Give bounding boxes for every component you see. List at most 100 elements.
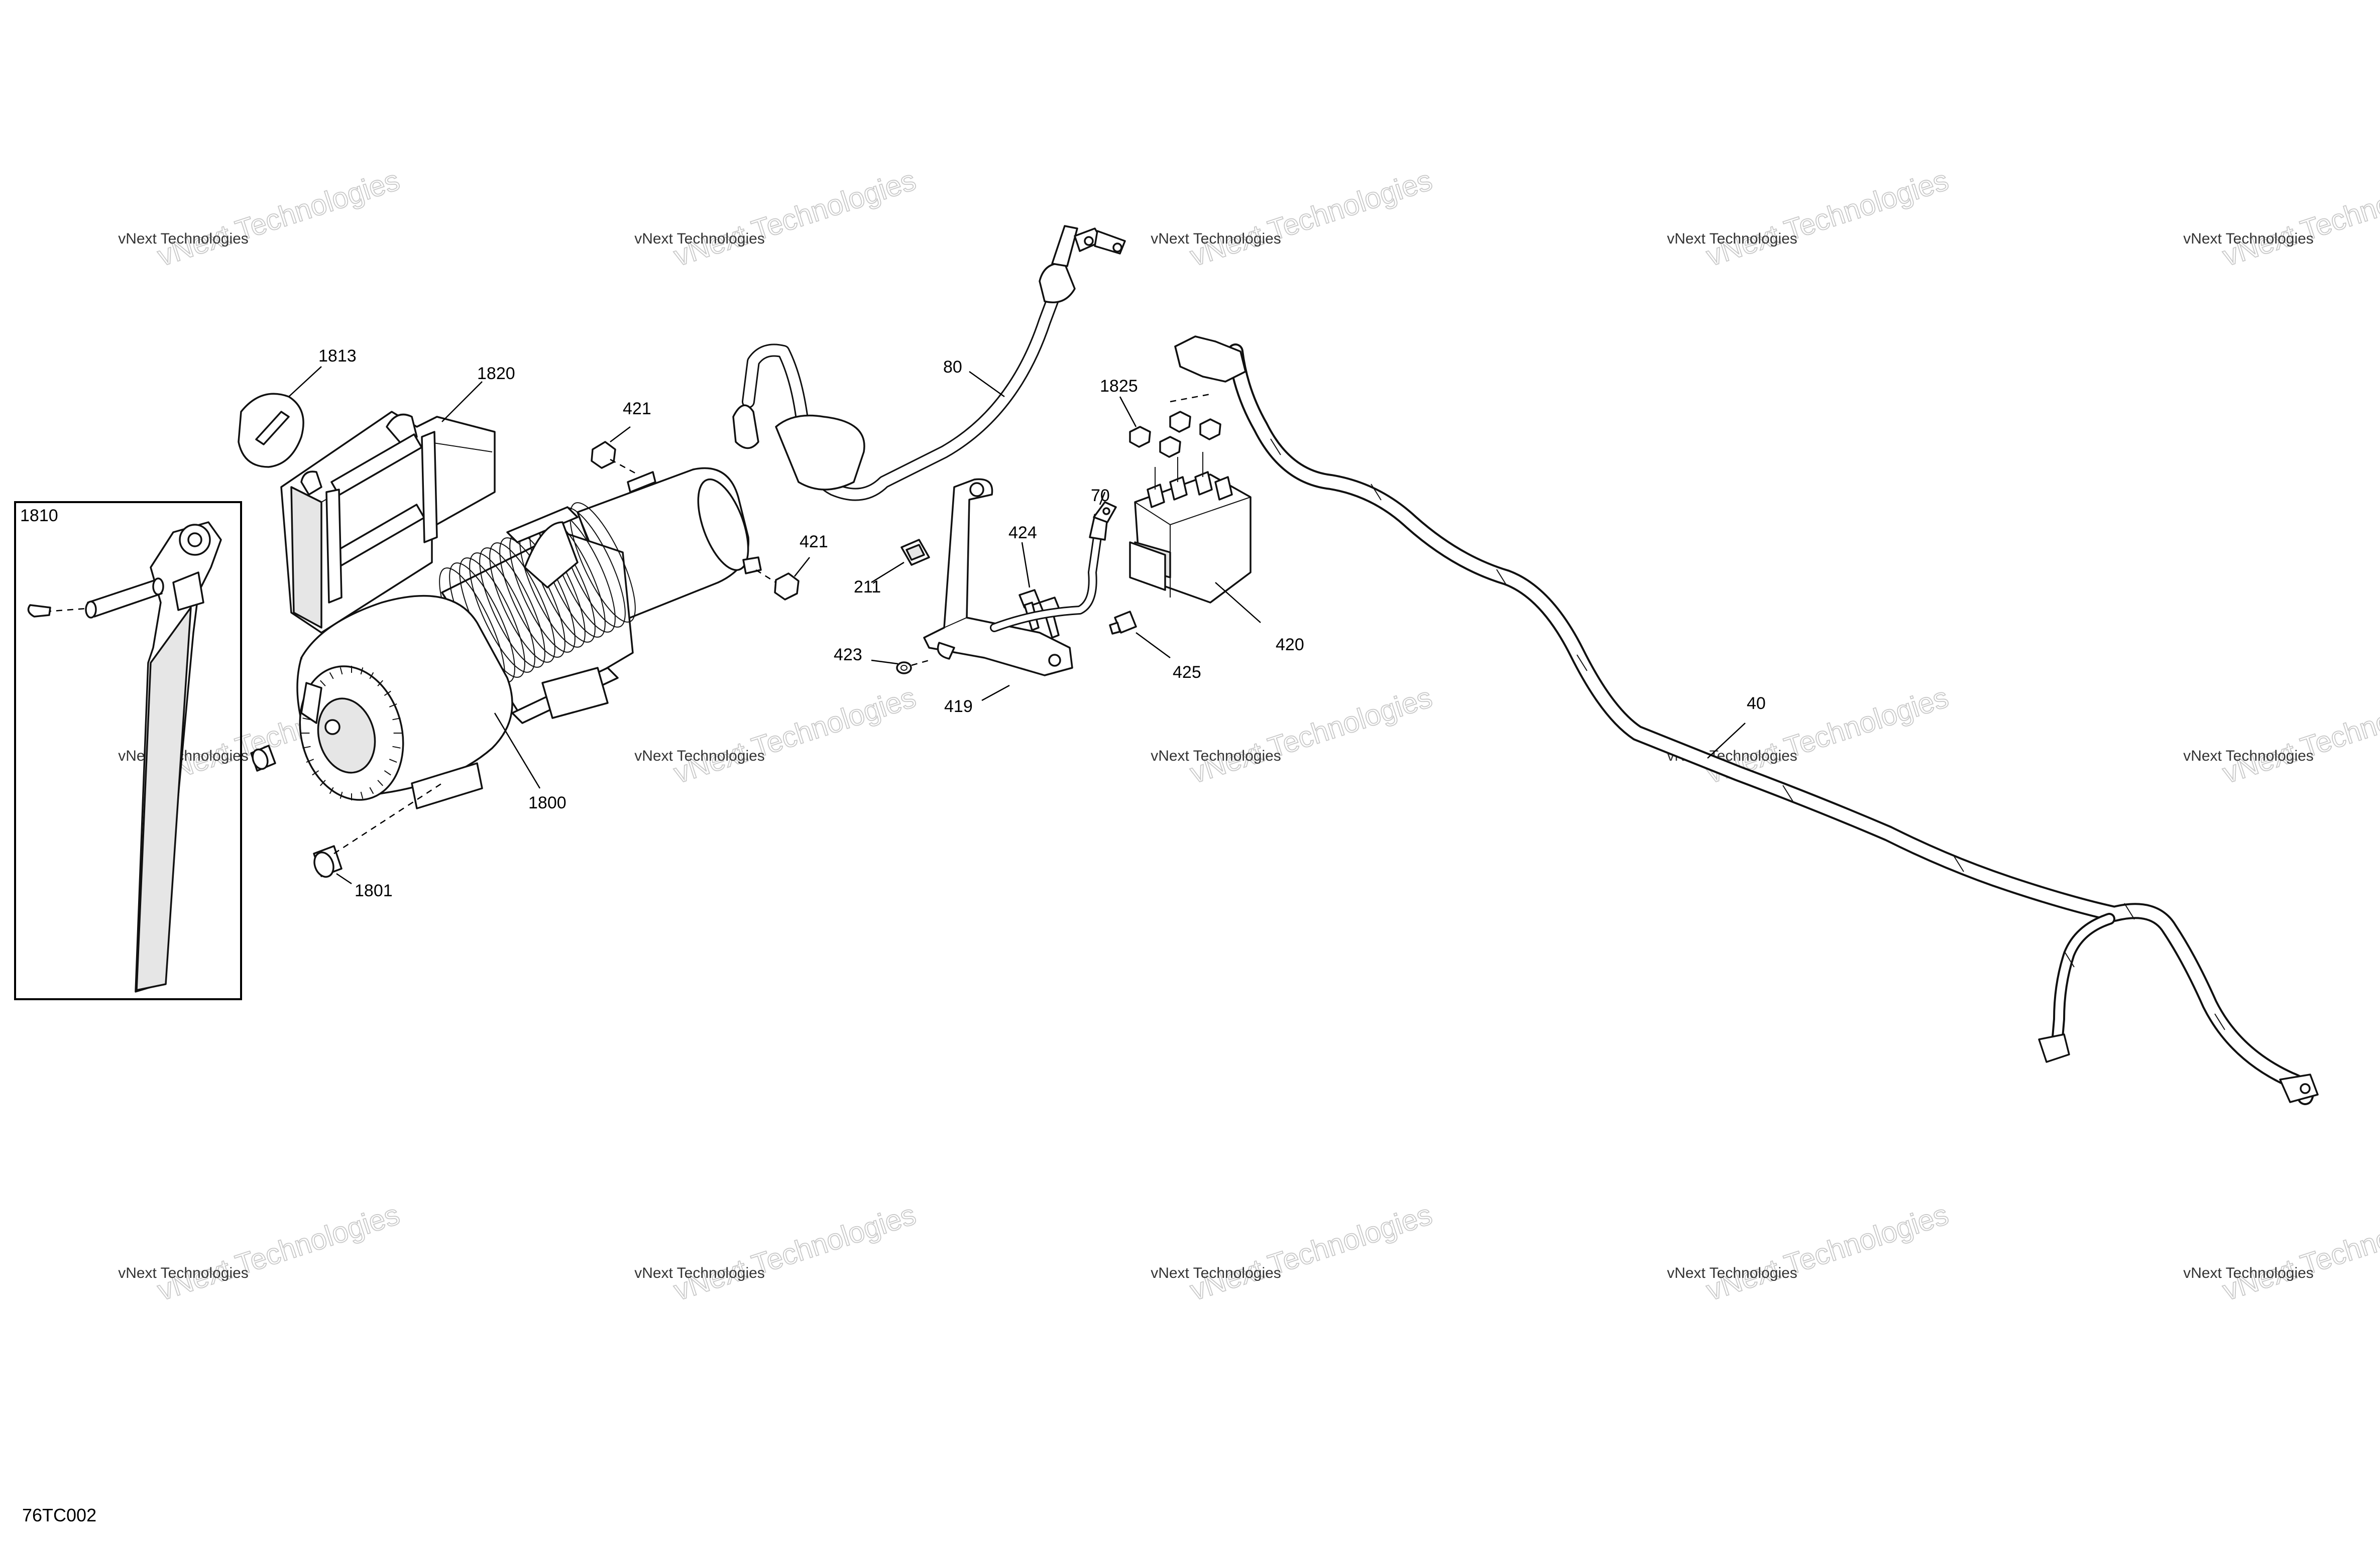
watermark-text: vNext Technologies (118, 230, 249, 247)
gear-tooth (329, 672, 334, 679)
watermark-outline-text: vNext Technologies (154, 164, 403, 273)
callout-425: 425 (1173, 663, 1201, 682)
watermark-outline-text: vNext Technologies (1186, 1198, 1436, 1307)
part-425-bolt (1109, 611, 1137, 635)
part-419-mounting-bracket (923, 478, 1073, 676)
callout-1820: 1820 (477, 364, 515, 383)
gear-tooth (392, 718, 401, 721)
watermark-text: vNext Technologies (634, 1265, 765, 1281)
harness-band (1496, 569, 1507, 586)
part-80-power-cable (732, 225, 1126, 501)
gear-housing-teeth (301, 666, 402, 800)
watermark-text: vNext Technologies (1151, 748, 1281, 764)
watermark-text: vNext Technologies (118, 748, 249, 764)
part-211-clip (900, 539, 930, 566)
leader-211 (871, 561, 904, 583)
callout-1801: 1801 (355, 881, 393, 900)
leader-424 (1021, 542, 1031, 588)
leader-423 (871, 659, 898, 665)
watermark-text: vNext Technologies (634, 748, 765, 764)
harness-band (2124, 903, 2135, 920)
harness-band (1270, 438, 1281, 455)
callout-424: 424 (1008, 523, 1037, 542)
watermark-text: vNext Technologies (2183, 748, 2314, 764)
watermark-outline-text: vNext Technologies (670, 681, 920, 790)
watermark-text: vNext Technologies (1151, 230, 1281, 247)
drum-coil (570, 502, 636, 623)
gear-tooth (302, 746, 311, 749)
harness-tape-bands (1270, 438, 2225, 1030)
watermark-text: vNext Technologies (2183, 230, 2314, 247)
drum-coil (469, 552, 535, 673)
watermark-text: vNext Technologies (634, 230, 765, 247)
gear-tooth (360, 667, 364, 675)
harness-band (2214, 1013, 2225, 1030)
leader-421-top (610, 426, 631, 442)
part-70-ground-cable (990, 501, 1117, 632)
part-small-bolt-icon (250, 745, 276, 772)
leader-80 (969, 371, 1005, 398)
gear-tooth (369, 672, 374, 679)
gear-tooth (369, 787, 374, 794)
leader-1820 (441, 381, 483, 422)
part-421-nut-right (755, 569, 800, 601)
gear-tooth (306, 759, 314, 763)
gear-tooth (377, 680, 384, 686)
gear-tooth (384, 770, 391, 776)
callout-40: 40 (1747, 694, 1766, 713)
harness-band (2064, 951, 2075, 968)
part-1800-winch (296, 467, 762, 809)
gear-tooth (319, 680, 326, 686)
callout-211: 211 (854, 577, 881, 597)
part-1825-nuts (1129, 393, 1221, 458)
callout-80: 80 (943, 358, 962, 377)
drawing-code: 76TC002 (22, 1505, 96, 1525)
callout-420: 420 (1276, 635, 1304, 654)
winch-handle-icon (135, 521, 222, 993)
part-1813-fairlead-pad (238, 393, 304, 468)
part-1801-bolt (313, 782, 442, 878)
leader-1813 (288, 366, 322, 397)
gear-tooth (302, 718, 311, 721)
watermark-text: vNext Technologies (1667, 1265, 1797, 1281)
watermark-outline-text: vNext Technologies (2219, 164, 2380, 273)
drum-coil (499, 537, 565, 658)
gear-tooth (360, 791, 364, 799)
watermark-outline-text: vNext Technologies (2219, 1198, 2380, 1307)
harness-band (1953, 855, 1964, 872)
watermark-outline-text: vNext Technologies (154, 1198, 403, 1307)
gear-tooth (389, 703, 397, 707)
harness-band (1576, 654, 1588, 671)
watermark-text: vNext Technologies (118, 1265, 249, 1281)
watermark-text: vNext Technologies (1667, 230, 1797, 247)
callout-423: 423 (834, 645, 862, 664)
gear-tooth (339, 667, 343, 675)
harness-band (1782, 785, 1793, 802)
gear-tooth (377, 780, 384, 786)
leader-421-right (794, 557, 810, 577)
inset-label: 1810 (20, 506, 58, 525)
watermark-outline-text: vNext Technologies (1186, 164, 1436, 273)
callout-70: 70 (1091, 486, 1110, 505)
leader-1825 (1119, 396, 1137, 427)
leader-419 (981, 684, 1010, 701)
part-40-wiring-harness (1174, 335, 2319, 1105)
watermark-outline-text: vNext Technologies (1703, 164, 1952, 273)
motor-stud-icon (627, 471, 656, 493)
leader-420 (1215, 582, 1261, 623)
callout-1800: 1800 (528, 793, 566, 812)
part-423-washer (896, 659, 930, 674)
gear-tooth (319, 780, 326, 786)
callout-421-top: 421 (623, 399, 651, 418)
part-421-nut-top (591, 441, 638, 476)
leader-1800 (494, 713, 541, 789)
